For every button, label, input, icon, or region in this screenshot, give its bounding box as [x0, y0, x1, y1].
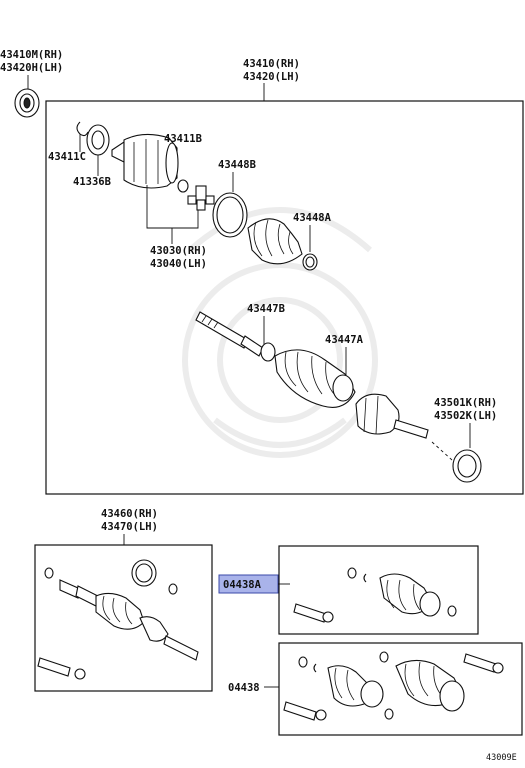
label-43420h-lh: 43420H(LH)	[0, 62, 63, 74]
boot-band-large-part	[212, 192, 248, 238]
label-43447b: 43447B	[247, 303, 285, 315]
label-41336b: 41336B	[73, 176, 111, 188]
main-assembly-box	[45, 100, 524, 495]
label-43030-rh: 43030(RH)	[150, 245, 207, 257]
kit-left-parts	[37, 559, 199, 680]
label-43502k-lh: 43502K(LH)	[434, 410, 497, 422]
watermark-emblem	[182, 207, 378, 458]
label-43501k-rh: 43501K(RH)	[434, 397, 497, 409]
label-43470-lh: 43470(LH)	[101, 521, 158, 533]
boot-kit-a-box	[278, 545, 479, 635]
washer-41336b-part	[86, 124, 110, 156]
snap-ring-part	[76, 121, 89, 137]
boot-kit-b-box	[278, 642, 523, 736]
outboard-joint-part	[355, 393, 429, 439]
ring-43447b-part	[260, 342, 276, 362]
leader-43030-bracket	[146, 185, 199, 229]
kit-a-parts	[293, 567, 457, 623]
label-43448b: 43448B	[218, 159, 256, 171]
label-43040-lh: 43040(LH)	[150, 258, 207, 270]
boot-band-outboard-part	[332, 374, 354, 402]
boot-kit-box	[34, 544, 213, 692]
figure-code: 43009E	[486, 753, 517, 763]
outer-seal-part	[14, 75, 40, 118]
label-43410m-rh: 43410M(RH)	[0, 49, 63, 61]
label-43420-lh: 43420(LH)	[243, 71, 300, 83]
tripod-spider-part	[187, 185, 215, 211]
kit-b-parts	[283, 651, 504, 721]
label-04438: 04438	[228, 682, 260, 694]
label-43411b: 43411B	[164, 133, 202, 145]
axle-shaft-part	[195, 311, 264, 357]
label-43410-rh: 43410(RH)	[243, 58, 300, 70]
leader-dashed-seal	[431, 441, 453, 461]
dust-seal-part	[452, 449, 482, 483]
label-04438a[interactable]: 04438A	[223, 579, 262, 591]
clip-43411b-part	[177, 179, 189, 193]
boot-band-small-part	[302, 253, 318, 271]
label-43448a: 43448A	[293, 212, 332, 224]
label-43460-rh: 43460(RH)	[101, 508, 158, 520]
inboard-joint-part	[111, 133, 179, 189]
inboard-boot-part	[247, 218, 303, 265]
label-43411c: 43411C	[48, 151, 86, 163]
label-43447a: 43447A	[325, 334, 364, 346]
